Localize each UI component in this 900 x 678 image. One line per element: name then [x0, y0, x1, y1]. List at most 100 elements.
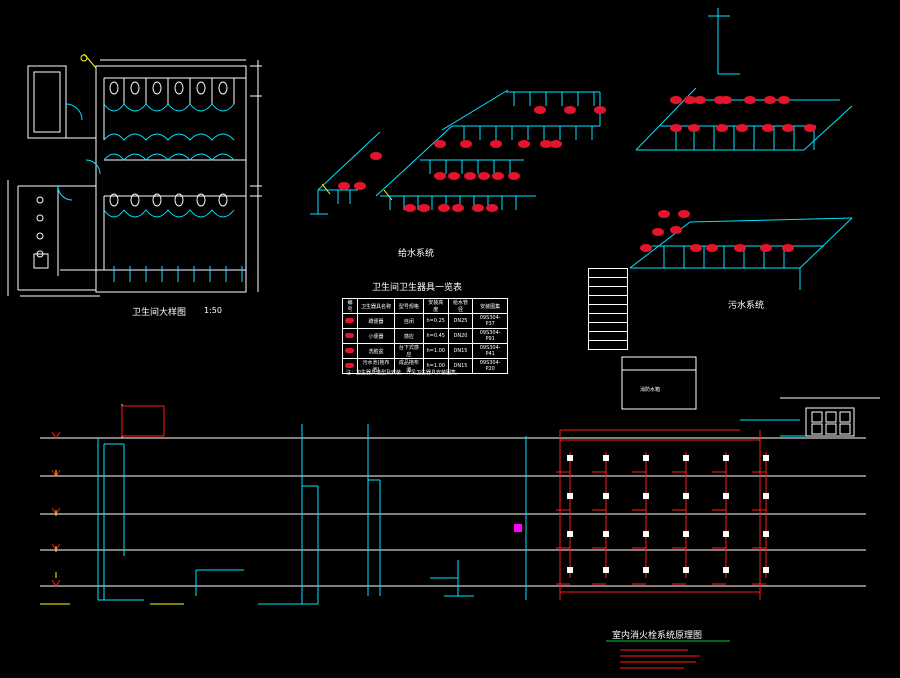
fire-valve-icon	[683, 531, 689, 537]
legend-row	[588, 313, 628, 323]
fire-valve-icon	[567, 455, 573, 461]
fixture-badge-icon	[760, 244, 772, 252]
fire-valve-icon	[763, 493, 769, 499]
table-header-cell: 安装高度	[422, 298, 449, 314]
fixture-badge-icon	[472, 204, 484, 212]
fixture-badge-icon	[478, 172, 490, 180]
fixture-badge	[342, 343, 358, 359]
table-row: 蹲便器 自闭 h=0.25 DN25 09S304-P37	[342, 313, 508, 329]
table-header-cell: 卫生器具名称	[356, 298, 396, 314]
floor-plan-title: 卫生间大样图	[132, 308, 187, 318]
fixture-badge-icon	[438, 204, 450, 212]
fire-valve-icon	[683, 493, 689, 499]
fire-riser-title: 室内消火栓系统原理图	[612, 631, 703, 641]
fixture-badge-icon	[744, 96, 756, 104]
fixture-table: 编号 卫生器具名称 型号规格 安装高度 给水管径 安装图集 蹲便器 自闭 h=0…	[342, 298, 508, 374]
water-supply-title: 给水系统	[398, 249, 435, 259]
fixture-badge-icon	[670, 96, 682, 104]
table-row: 污水池(拖布池) 成品拖布池 h=1.00 DN15 09S304-P20	[342, 358, 508, 374]
floor-level-lines	[40, 431, 866, 587]
drainage-title: 污水系统	[728, 301, 765, 311]
fixture-badge-icon	[804, 124, 816, 132]
fixture-badge	[342, 328, 358, 344]
fixture-badge-icon	[464, 172, 476, 180]
fixture-badge-icon	[594, 106, 606, 114]
fixture-badge-icon	[652, 228, 664, 236]
fixture-badge-icon	[452, 204, 464, 212]
fixture-badge-icon	[540, 140, 552, 148]
fixture-model: 自闭	[394, 313, 424, 329]
fixture-badge-icon	[762, 124, 774, 132]
fire-valve-icon	[603, 455, 609, 461]
legend-row	[588, 295, 628, 305]
fixture-name: 污水池(拖布池)	[356, 358, 396, 374]
fixture-badge-icon	[720, 96, 732, 104]
fixture-name: 小便器	[356, 328, 396, 344]
fixture-badge-icon	[694, 96, 706, 104]
table-row: 洗脸盆 台下式感应 h=1.00 DN15 09S304-P41	[342, 343, 508, 359]
fire-valve-icon	[723, 493, 729, 499]
table-header-cell: 安装图集	[472, 298, 508, 314]
fire-valve-icon	[723, 455, 729, 461]
fire-valve-icon	[603, 567, 609, 573]
fixture-badge-icon	[486, 204, 498, 212]
fixture-badge-icon	[354, 182, 366, 190]
fire-pump-room	[740, 397, 880, 437]
fixture-height: h=0.45	[422, 328, 449, 344]
fire-valve-icon	[567, 493, 573, 499]
fixture-badge-icon	[370, 152, 382, 160]
fixture-atlas: 09S304-P41	[472, 343, 508, 359]
fixture-badges	[338, 96, 816, 252]
fire-valve-icon	[643, 531, 649, 537]
fixture-badge-icon	[782, 124, 794, 132]
fixture-badge-icon	[550, 140, 562, 148]
fire-valve-icon	[723, 531, 729, 537]
legend-row	[588, 304, 628, 314]
fixture-badge-icon	[404, 204, 416, 212]
fixture-pipe: DN20	[447, 328, 474, 344]
fixture-badge-icon	[460, 140, 472, 148]
fire-valve-icon	[603, 493, 609, 499]
fixture-atlas: 09S304-P91	[472, 328, 508, 344]
fixture-badge-icon	[434, 172, 446, 180]
fixture-badge-icon	[518, 140, 530, 148]
fixture-badge	[342, 313, 358, 329]
fire-hydrant-riser-network	[556, 429, 769, 600]
fixture-badge-icon	[764, 96, 776, 104]
legend-row	[588, 277, 628, 287]
annotation-text-ticks	[40, 470, 184, 605]
fixture-model: 台下式感应	[394, 343, 424, 359]
legend-row	[588, 286, 628, 296]
fixture-badge-icon	[716, 124, 728, 132]
fixture-atlas: 09S304-P20	[472, 358, 508, 374]
domestic-risers	[97, 404, 527, 605]
fire-valve-icon	[763, 567, 769, 573]
legend-row	[588, 322, 628, 332]
fixture-badge-icon	[684, 96, 696, 104]
fire-valve-icon	[567, 531, 573, 537]
fixture-name: 蹲便器	[356, 313, 396, 329]
fixture-model: 感应	[394, 328, 424, 344]
fire-valve-icon	[603, 531, 609, 537]
fixture-height: h=1.00	[422, 343, 449, 359]
fixture-atlas: 09S304-P37	[472, 313, 508, 329]
fire-valve-icon	[643, 567, 649, 573]
fire-notes-block	[620, 649, 700, 669]
fixture-table-note: 注：卫生器具选型及安装，详见卫生器具安装图集。	[346, 370, 462, 376]
fixture-badge-icon	[734, 244, 746, 252]
fire-valve-icon	[723, 567, 729, 573]
fixture-badge-icon	[338, 182, 350, 190]
fixture-height: h=1.00	[422, 358, 449, 374]
fixture-badge-icon	[508, 172, 520, 180]
fixture-badge-icon	[690, 244, 702, 252]
fire-valve-icon	[643, 493, 649, 499]
fixture-badge-icon	[448, 172, 460, 180]
fixture-badge-icon	[640, 244, 652, 252]
fixture-badge-icon	[492, 172, 504, 180]
fixture-pipe: DN15	[447, 343, 474, 359]
fixture-badge-icon	[670, 124, 682, 132]
level-mark-icon	[51, 579, 61, 587]
fixture-pipe: DN25	[447, 313, 474, 329]
fire-valve-icon	[683, 455, 689, 461]
fixture-name: 洗脸盆	[356, 343, 396, 359]
